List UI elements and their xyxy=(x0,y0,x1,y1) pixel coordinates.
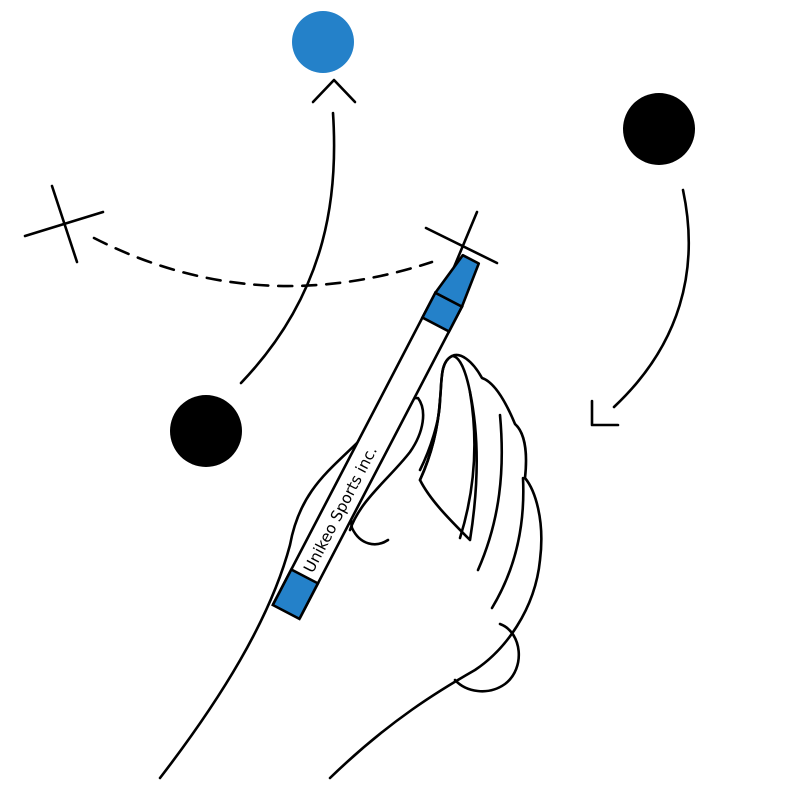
player-bottom-left-icon xyxy=(170,395,242,467)
marker-pen: Unikeo Sports inc. xyxy=(271,253,481,621)
run-line-to-highlighted-player xyxy=(239,111,336,385)
player-top-right-icon xyxy=(623,93,695,165)
marker-brand-label: Unikeo Sports inc. xyxy=(300,443,381,576)
pass-arc-dashed xyxy=(92,236,434,288)
run-line-curved-right xyxy=(612,188,690,409)
highlighted-player-icon xyxy=(292,11,354,73)
arrow-up-icon xyxy=(311,78,357,104)
cross-marker-left-icon xyxy=(23,184,105,264)
arrow-down-left-icon xyxy=(590,399,620,427)
fingers-over-pen xyxy=(418,354,479,542)
